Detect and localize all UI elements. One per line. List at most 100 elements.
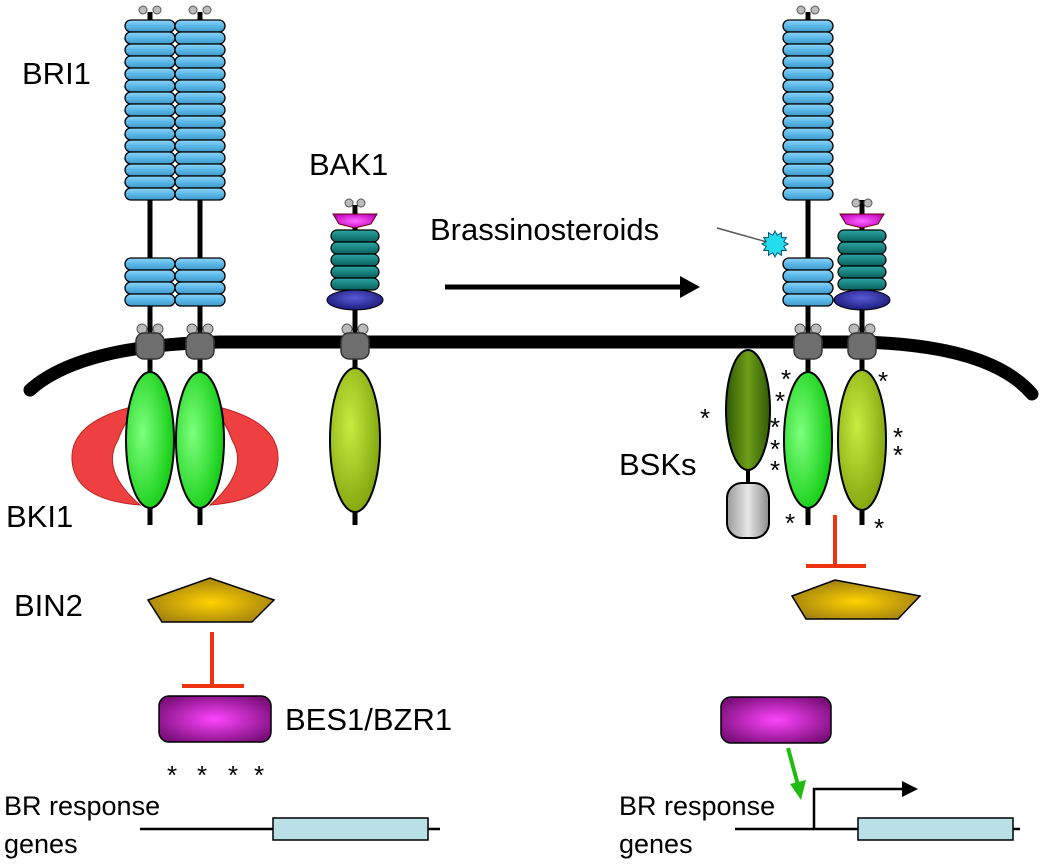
lrr-repeat <box>782 269 834 283</box>
lrr-repeat <box>174 91 226 105</box>
gene-diagram-right <box>735 781 1020 841</box>
lrr-repeat <box>782 257 834 271</box>
bri1-kinase-domain <box>175 371 225 509</box>
phospho-star: * <box>893 440 903 470</box>
plasma-membrane <box>23 335 1039 401</box>
lrr-repeat <box>124 151 176 165</box>
lrr-repeat <box>124 31 176 45</box>
lrr-repeat <box>174 67 226 81</box>
activation-arrow <box>445 276 700 298</box>
phospho-star: * <box>781 364 791 394</box>
phospho-star: * <box>700 403 710 433</box>
bak1-lrr-repeat <box>330 265 380 279</box>
bak1-lrr-repeat <box>837 253 887 267</box>
bri1-label: BRI1 <box>22 56 91 91</box>
bak1-receptor-left <box>326 198 384 525</box>
lrr-repeat <box>782 103 834 117</box>
bin2-kinase-right <box>790 579 922 620</box>
lrr-repeat <box>174 31 226 45</box>
lrr-repeat <box>782 139 834 153</box>
phospho-star: * <box>878 366 888 396</box>
bak1-lrr-repeat <box>330 277 380 291</box>
lrr-repeat <box>174 269 226 283</box>
lrr-repeat <box>782 151 834 165</box>
lrr-repeat <box>174 175 226 189</box>
lrr-repeat <box>782 79 834 93</box>
lrr-repeat <box>124 55 176 69</box>
bsk-protein <box>725 349 771 539</box>
lrr-repeat <box>174 127 226 141</box>
lrr-repeat <box>782 43 834 57</box>
lrr-repeat <box>782 127 834 141</box>
bri1-kinase-domain <box>125 371 175 509</box>
bin2-kinase-left <box>146 577 276 623</box>
bes1-bzr1-left <box>158 695 272 743</box>
lrr-repeat <box>124 19 176 33</box>
lrr-repeat <box>174 115 226 129</box>
lrr-repeat <box>174 151 226 165</box>
lrr-repeat <box>782 55 834 69</box>
lrr-repeat <box>124 43 176 57</box>
bri1-kinase-domain-active <box>783 371 833 509</box>
lrr-repeat <box>782 163 834 177</box>
lrr-repeat <box>782 293 834 307</box>
bak1-lrr-repeat <box>330 241 380 255</box>
phospho-star: * <box>197 760 207 790</box>
bsks-label: BSKs <box>619 447 697 482</box>
br-response-label-left-line1: BR response <box>4 791 160 821</box>
bak1-lrr-repeat <box>330 253 380 267</box>
lrr-repeat <box>174 281 226 295</box>
lrr-repeat <box>124 139 176 153</box>
bri1-receptor-left-2 <box>174 5 226 525</box>
brassinosteroids-label: Brassinosteroids <box>430 212 659 247</box>
gene-diagram-left <box>140 817 440 841</box>
lrr-repeat <box>174 139 226 153</box>
lrr-repeat <box>782 281 834 295</box>
lrr-repeat <box>124 127 176 141</box>
activation-bes1-to-genes <box>786 747 806 800</box>
br-response-label-right-line2: genes <box>619 829 693 859</box>
lrr-repeat <box>124 91 176 105</box>
bak1-lrr-repeat <box>837 277 887 291</box>
lrr-repeat <box>782 31 834 45</box>
bes1-bzr1-label: BES1/BZR1 <box>285 702 452 737</box>
lrr-repeat <box>174 79 226 93</box>
lrr-repeat <box>124 187 176 201</box>
bin2-label: BIN2 <box>14 588 83 623</box>
lrr-repeat <box>174 19 226 33</box>
phospho-star: * <box>167 760 177 790</box>
brassinosteroid-ligand <box>716 227 790 259</box>
bak1-label: BAK1 <box>309 147 388 182</box>
phosphorylation-marks: *************** <box>167 364 903 790</box>
br-response-label-left-line2: genes <box>4 829 78 859</box>
br-response-label-right-line1: BR response <box>619 791 775 821</box>
bak1-lrr-repeat <box>330 229 380 243</box>
lrr-repeat <box>782 67 834 81</box>
bki1-label: BKI1 <box>6 499 73 534</box>
phospho-star: * <box>254 760 264 790</box>
lrr-repeat <box>782 19 834 33</box>
lrr-repeat <box>782 115 834 129</box>
inhibition-bin2-to-bes1 <box>182 632 244 688</box>
lrr-repeat <box>174 187 226 201</box>
bak1-kinase-domain-active <box>837 369 887 511</box>
lrr-repeat <box>124 281 176 295</box>
lrr-repeat <box>782 175 834 189</box>
phospho-star: * <box>893 422 903 452</box>
lrr-repeat <box>782 187 834 201</box>
lrr-repeat <box>174 43 226 57</box>
lrr-repeat <box>174 293 226 307</box>
bri1-receptor-left-1 <box>124 5 176 525</box>
phospho-star: * <box>874 513 884 543</box>
inhibition-bsk-to-bin2 <box>806 515 866 568</box>
phospho-star: * <box>228 760 238 790</box>
lrr-repeat <box>124 103 176 117</box>
lrr-repeat <box>124 67 176 81</box>
phospho-star: * <box>770 434 780 464</box>
bak1-lrr-repeat <box>837 241 887 255</box>
lrr-repeat <box>124 79 176 93</box>
lrr-repeat <box>124 175 176 189</box>
lrr-repeat <box>782 91 834 105</box>
